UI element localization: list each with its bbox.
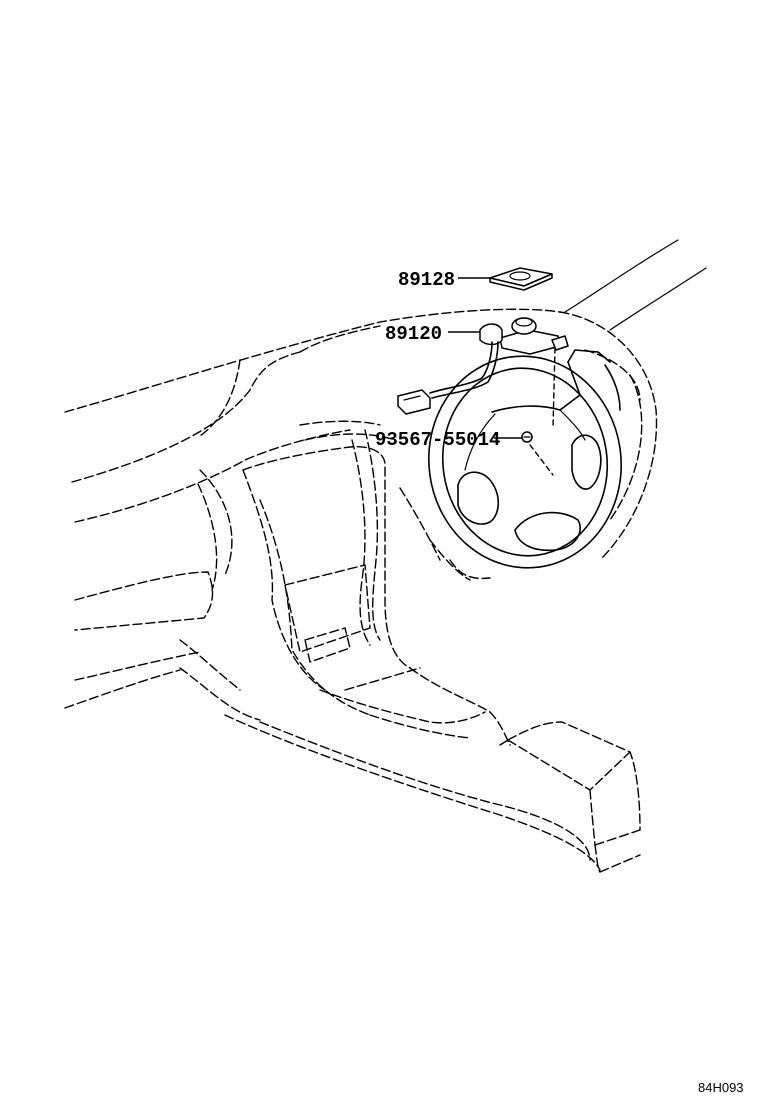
dashboard-outline [64, 239, 707, 873]
part-label-89128: 89128 [398, 269, 455, 291]
callouts: 89128 89120 93567-55014 [375, 269, 522, 451]
steering-wheel [427, 349, 623, 569]
diagram-code: 84H093 [698, 1080, 744, 1095]
part-89120-sensor [397, 317, 569, 429]
part-93567-55014-screw [521, 431, 554, 476]
part-label-93567-55014: 93567-55014 [375, 429, 500, 451]
part-label-89120: 89120 [385, 323, 442, 345]
part-89128-cover [489, 267, 553, 291]
